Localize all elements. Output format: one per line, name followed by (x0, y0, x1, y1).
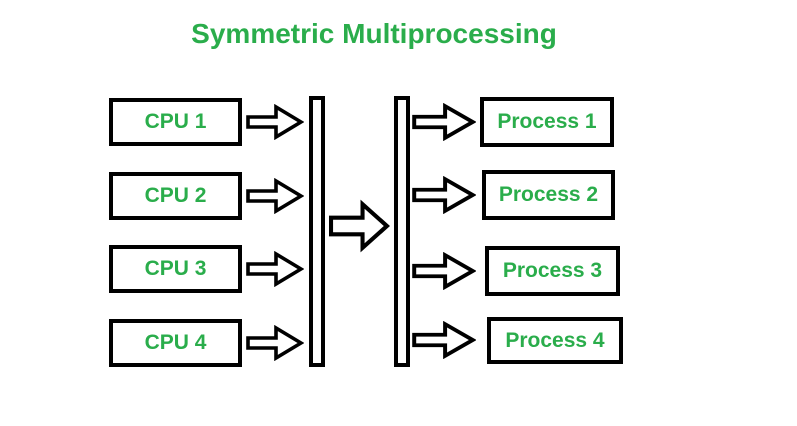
cpu-4-label: CPU 4 (144, 331, 207, 354)
process-4-box: Process 4 (487, 317, 623, 364)
right-bus-bar (394, 96, 410, 367)
process-2-box: Process 2 (482, 170, 615, 220)
arrow-right-icon (412, 103, 476, 141)
process-1-label: Process 1 (497, 110, 597, 133)
cpu-1-label: CPU 1 (144, 110, 207, 133)
process-1-box: Process 1 (480, 97, 614, 147)
arrow-right-icon (246, 178, 304, 214)
cpu-3-label: CPU 3 (144, 257, 207, 280)
arrow-right-icon (412, 176, 476, 214)
cpu-2-label: CPU 2 (144, 184, 207, 207)
arrow-right-icon (246, 251, 304, 287)
left-bus-bar (309, 96, 325, 367)
arrow-right-icon (246, 325, 304, 361)
arrow-right-icon (246, 104, 304, 140)
arrow-right-icon (412, 252, 476, 290)
process-3-label: Process 3 (502, 259, 603, 282)
process-2-label: Process 2 (498, 183, 599, 206)
cpu-2-box: CPU 2 (109, 172, 242, 220)
process-4-label: Process 4 (505, 328, 605, 352)
arrow-right-icon (412, 321, 476, 359)
cpu-1-box: CPU 1 (109, 98, 242, 146)
cpu-3-box: CPU 3 (109, 245, 242, 293)
cpu-4-box: CPU 4 (109, 319, 242, 367)
diagram-title: Symmetric Multiprocessing (191, 18, 557, 49)
process-3-box: Process 3 (485, 246, 620, 296)
arrow-right-icon (329, 199, 390, 253)
